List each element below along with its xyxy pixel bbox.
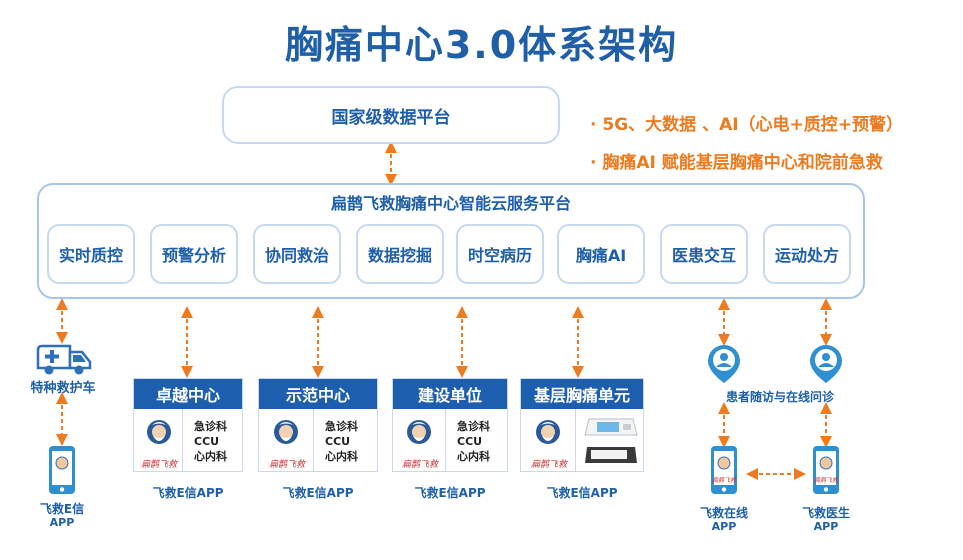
phone-icon [711,446,737,494]
module-box: 胸痛AI [557,224,645,284]
center-card: 示范中心 扁鹊飞救 急诊科 CCU 心内科 [258,378,378,472]
dept-list: 急诊科 CCU 心内科 [457,420,490,463]
bullet-text: · 5G、大数据 、AI（心电+质控+预警） [590,115,904,135]
user-pin-icon [810,345,842,383]
center-title: 示范中心 [259,379,377,409]
doctor-logo-icon [407,420,431,444]
app-suffix: APP [49,516,75,529]
center-app-label: 飞救E信APP [282,486,354,500]
phone-icon [49,446,75,494]
center-title: 卓越中心 [134,379,242,409]
doctor-logo-icon [147,420,171,444]
logo-text: 扁鹊飞救 [711,477,736,484]
logo-text: 扁鹊飞救 [140,460,177,470]
module-box: 时空病历 [456,224,544,284]
module-box: 实时质控 [47,224,135,284]
app-name: 飞救E信 [39,502,85,516]
center-app-label: 飞救E信APP [414,486,486,500]
center-app-label: 飞救E信APP [546,486,618,500]
logo-text: 扁鹊飞救 [401,460,438,470]
app-suffix: APP [813,520,839,533]
center-title: 建设单位 [393,379,507,409]
module-box: 医患交互 [660,224,748,284]
dept-list: 急诊科 CCU 心内科 [194,420,227,463]
app-name: 飞救医生 [801,506,850,520]
app-name: 飞救在线 [699,506,748,520]
center-card: 建设单位 扁鹊飞救 急诊科 CCU 心内科 [392,378,508,472]
bullet-text: · 胸痛AI 赋能基层胸痛中心和院前急救 [590,153,883,173]
dept-list: 急诊科 CCU 心内科 [325,420,358,463]
ecg-device-icon [584,418,638,463]
ambulance-label: 特种救护车 [30,381,96,396]
page-title: 胸痛中心3.0体系架构 [284,23,679,67]
user-pin-icon [708,345,740,383]
app-suffix: APP [711,520,737,533]
patient-followup-label: 患者随访与在线问诊 [725,390,834,404]
ambulance-icon [36,344,92,375]
center-title: 基层胸痛单元 [521,379,643,409]
cloud-platform-title: 扁鹊飞救胸痛中心智能云服务平台 [330,194,571,213]
doctor-logo-icon [274,420,298,444]
center-card: 基层胸痛单元 扁鹊飞救 [520,378,644,472]
doctor-logo-icon [536,420,560,444]
center-app-label: 飞救E信APP [152,486,224,500]
module-box: 数据挖掘 [356,224,444,284]
module-box: 运动处方 [763,224,851,284]
logo-text: 扁鹊飞救 [268,460,305,470]
center-card: 卓越中心 扁鹊飞救 急诊科 CCU 心内科 [133,378,243,472]
logo-text: 扁鹊飞救 [530,460,567,470]
phone-icon [813,446,839,494]
module-box: 预警分析 [150,224,238,284]
module-box: 协同救治 [253,224,341,284]
national-data-platform: 国家级数据平台 [222,86,560,144]
logo-text: 扁鹊飞救 [813,477,838,484]
